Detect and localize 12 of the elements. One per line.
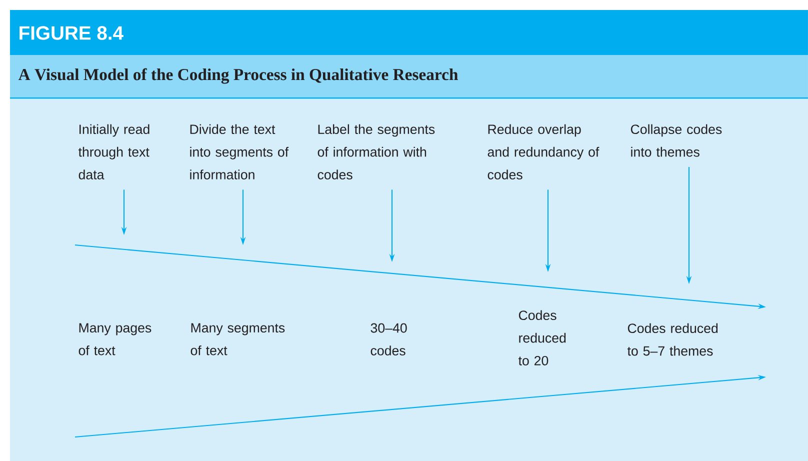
step-text: Reduce overlap and redundancy of codes [488, 124, 600, 180]
title: A Visual Model of the Coding Process in Qualitative Research [18, 68, 458, 84]
step-text: Label the segments of information with codes [318, 124, 435, 180]
step-text: Initially read through text data [78, 124, 150, 180]
step-text: Collapse codes into themes [630, 124, 722, 157]
figure-number: FIGURE 8.4 [20, 26, 124, 40]
result-text: Many segments of text [190, 323, 285, 356]
result-text: Codes reduced to 20 [518, 310, 566, 366]
step-text: Divide the text into segments of information [190, 124, 289, 180]
result-text: Codes reduced to 5–7 themes [627, 323, 718, 356]
result-text: 30–40 codes [370, 323, 407, 356]
result-text: Many pages of text [78, 323, 152, 356]
